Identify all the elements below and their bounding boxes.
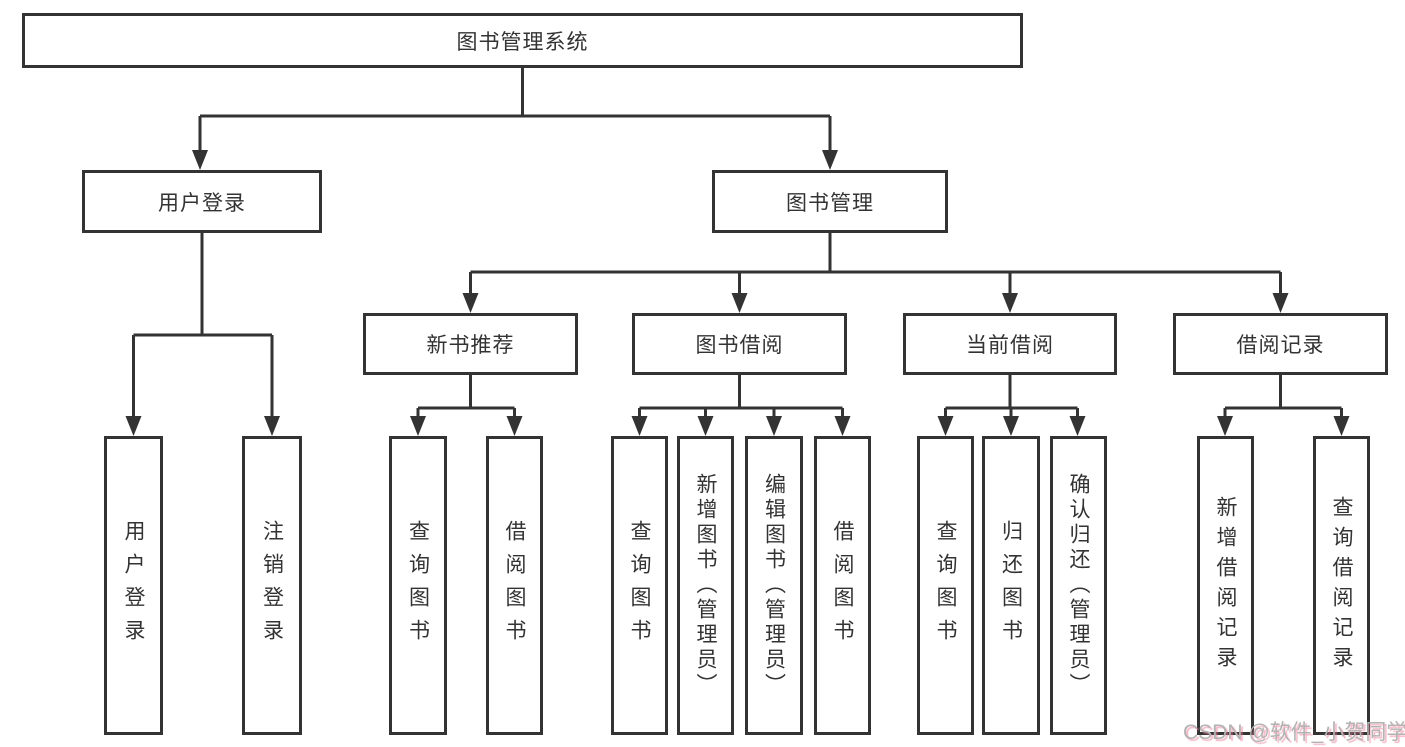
- connector-root-to-level2: [192, 68, 838, 170]
- leaf-borrow-add-book-admin-label: 新增图书（管理员）: [694, 473, 717, 698]
- leaf-borrow-query-book-label: 查询图书: [628, 519, 651, 652]
- leaf-newbook-borrow-book: 借阅图书: [486, 436, 543, 735]
- node-root-system: 图书管理系统: [22, 13, 1023, 68]
- connector-current-to-leaves: [937, 375, 1086, 436]
- leaf-newbook-borrow-book-label: 借阅图书: [503, 519, 526, 652]
- leaf-records-query-record: 查询借阅记录: [1313, 436, 1370, 735]
- node-borrow-records-label: 借阅记录: [1236, 334, 1325, 357]
- leaf-current-query-book: 查询图书: [917, 436, 974, 735]
- leaf-newbook-query-book-label: 查询图书: [406, 519, 430, 652]
- leaf-user-login-label: 用户登录: [122, 519, 145, 652]
- node-book-borrow: 图书借阅: [632, 313, 847, 375]
- connector-records-to-leaves: [1217, 375, 1350, 436]
- leaf-user-login: 用户登录: [104, 436, 163, 735]
- leaf-current-return-book: 归还图书: [982, 436, 1040, 735]
- node-new-book-recommend-label: 新书推荐: [426, 334, 515, 357]
- node-user-login: 用户登录: [82, 170, 322, 233]
- leaf-borrow-lend-book: 借阅图书: [814, 436, 871, 735]
- node-book-mgmt-label: 图书管理: [786, 191, 874, 215]
- node-borrow-records: 借阅记录: [1173, 313, 1388, 375]
- leaf-borrow-lend-book-label: 借阅图书: [831, 519, 854, 652]
- leaf-newbook-query-book: 查询图书: [389, 436, 447, 735]
- leaf-logout: 注销登录: [242, 436, 302, 735]
- connector-newbook-to-leaves: [410, 375, 523, 436]
- node-current-borrow-label: 当前借阅: [966, 334, 1054, 357]
- leaf-current-return-book-label: 归还图书: [999, 519, 1023, 652]
- node-book-mgmt: 图书管理: [712, 170, 948, 233]
- leaf-current-confirm-return-admin: 确认归还（管理员）: [1050, 436, 1107, 735]
- leaf-records-query-record-label: 查询借阅记录: [1330, 495, 1353, 676]
- connector-borrow-to-leaves: [631, 375, 851, 436]
- connector-mgmt-to-level3: [462, 233, 1289, 313]
- node-book-borrow-label: 图书借阅: [695, 334, 784, 357]
- leaf-logout-label: 注销登录: [260, 519, 284, 652]
- connector-login-to-leaves: [125, 233, 280, 436]
- leaf-borrow-add-book-admin: 新增图书（管理员）: [677, 436, 734, 735]
- node-new-book-recommend: 新书推荐: [363, 313, 578, 375]
- leaf-borrow-edit-book-admin: 编辑图书（管理员）: [745, 436, 803, 735]
- node-root-system-label: 图书管理系统: [456, 30, 589, 54]
- leaf-current-confirm-return-admin-label: 确认归还（管理员）: [1067, 473, 1090, 698]
- leaf-borrow-query-book: 查询图书: [611, 436, 668, 735]
- node-current-borrow: 当前借阅: [903, 313, 1117, 375]
- leaf-records-add-record: 新增借阅记录: [1197, 436, 1254, 735]
- leaf-current-query-book-label: 查询图书: [934, 519, 957, 652]
- leaf-borrow-edit-book-admin-label: 编辑图书（管理员）: [762, 473, 786, 698]
- node-user-login-label: 用户登录: [158, 191, 246, 215]
- leaf-records-add-record-label: 新增借阅记录: [1214, 495, 1237, 676]
- csdn-watermark: CSDN @软件_小贺同学: [1183, 721, 1405, 744]
